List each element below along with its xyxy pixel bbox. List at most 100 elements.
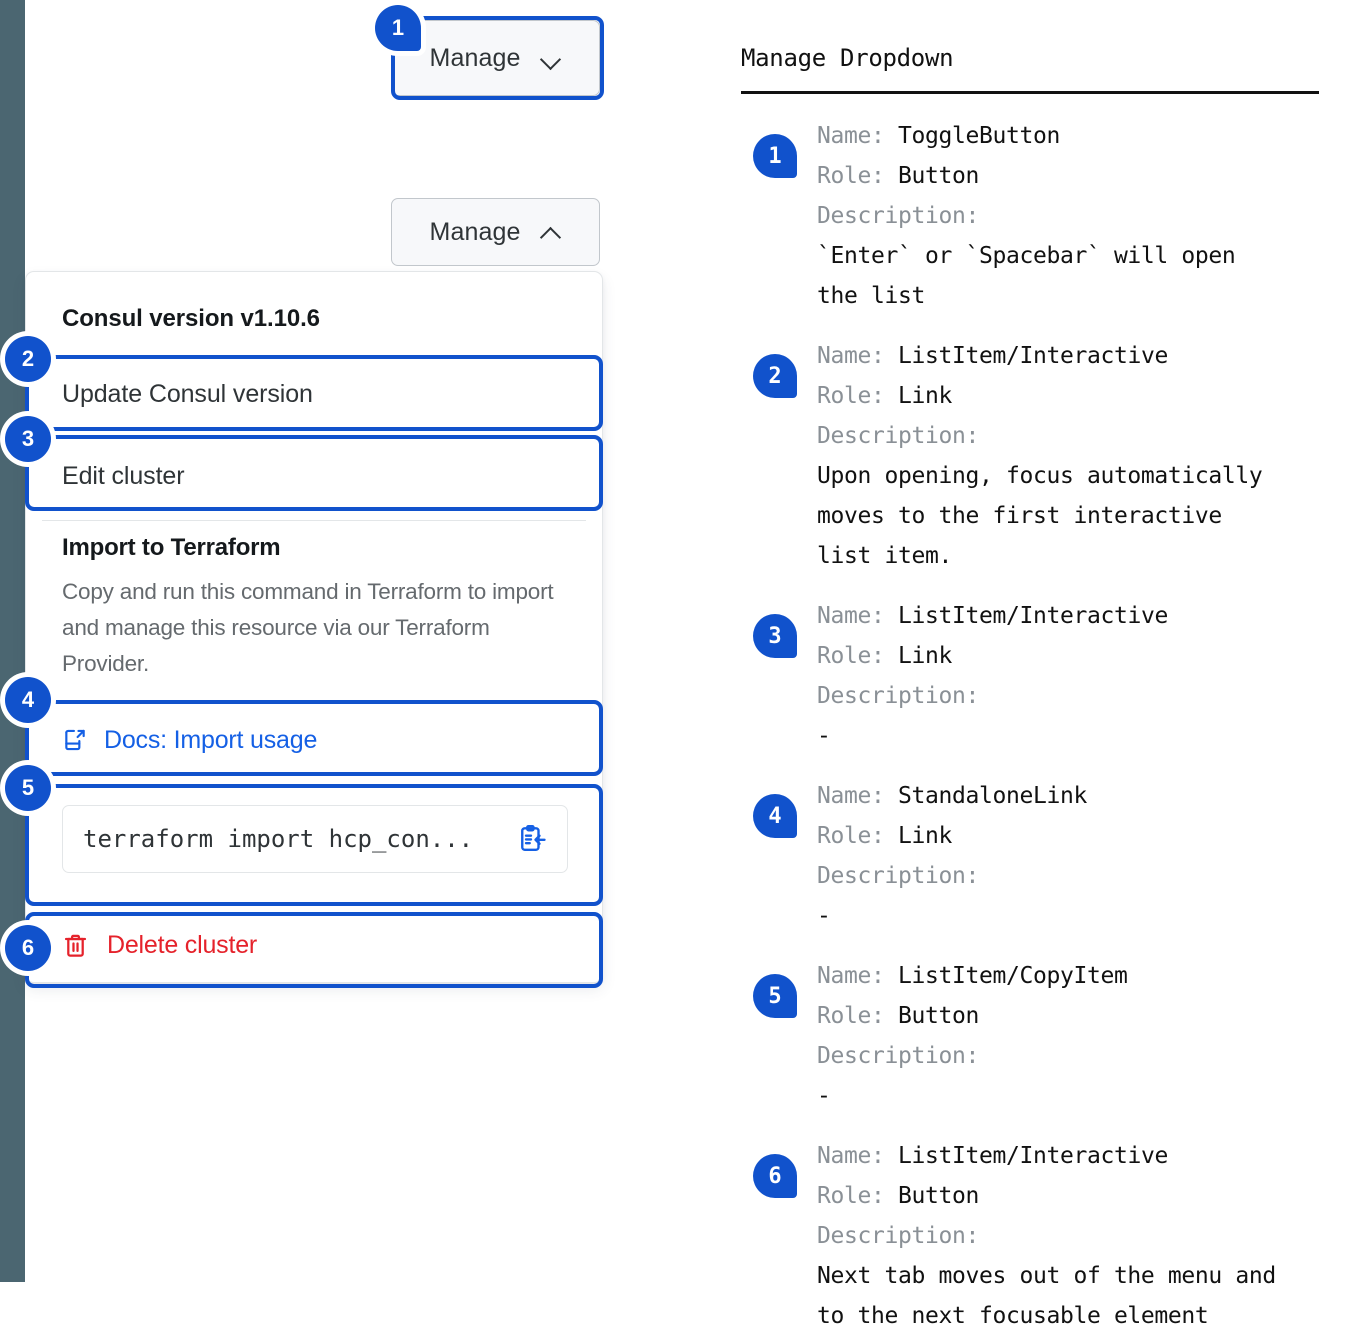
marker-badge-4: 4 xyxy=(5,677,51,723)
menu-item-edit-label: Edit cluster xyxy=(62,461,185,490)
manage-toggle-label-open: Manage xyxy=(429,217,521,246)
manage-toggle-button-closed[interactable]: Manage xyxy=(391,20,600,96)
annotation-description-label-key: Description: xyxy=(817,203,979,229)
annotation-marker-badge-4: 4 xyxy=(753,794,797,838)
annotation-description-text: - xyxy=(817,1083,831,1109)
annotation-panel-title: Manage Dropdown xyxy=(741,44,954,72)
annotation-role-value: Link xyxy=(884,383,952,409)
ui-mock-column: Manage Manage Consul version v1.10.6 Upd… xyxy=(0,0,700,1282)
annotation-description-label: Description: xyxy=(817,1036,1341,1076)
annotation-name-key: Name: xyxy=(817,123,885,149)
annotation-role-value: Link xyxy=(884,643,952,669)
annotation-name-value: StandaloneLink xyxy=(884,783,1087,809)
annotation-description-text: - xyxy=(817,903,831,929)
terraform-section-title: Import to Terraform xyxy=(62,534,281,561)
terraform-section: Import to Terraform Copy and run this co… xyxy=(26,534,602,682)
annotation-role: Role: Link xyxy=(817,636,1341,676)
annotation-role-key: Role: xyxy=(817,383,885,409)
annotation-role-value: Link xyxy=(884,823,952,849)
annotation-name-value: ToggleButton xyxy=(884,123,1060,149)
annotation-name-value: ListItem/CopyItem xyxy=(884,963,1128,989)
chevron-down-icon xyxy=(542,49,561,68)
terraform-command-copy-row[interactable]: terraform import hcp_con... xyxy=(62,805,568,873)
annotation-role-value: Button xyxy=(884,163,979,189)
menu-item-edit-cluster[interactable]: Edit cluster xyxy=(26,435,185,517)
menu-item-delete-cluster[interactable]: Delete cluster xyxy=(26,905,257,985)
manage-toggle-label: Manage xyxy=(429,43,521,72)
annotation-name: Name: ListItem/Interactive xyxy=(817,336,1341,376)
annotation-role: Role: Link xyxy=(817,816,1341,856)
annotation-role-key: Role: xyxy=(817,163,885,189)
annotation-role-key: Role: xyxy=(817,823,885,849)
annotation-role-key: Role: xyxy=(817,1183,885,1209)
marker-badge-2: 2 xyxy=(5,336,51,382)
annotation-role: Role: Button xyxy=(817,996,1341,1036)
annotation-description-label: Description: xyxy=(817,196,1341,236)
marker-badge-6: 6 xyxy=(5,925,51,971)
annotation-name-key: Name: xyxy=(817,343,885,369)
annotation-name-key: Name: xyxy=(817,783,885,809)
annotation-marker-badge-2: 2 xyxy=(753,354,797,398)
annotation-name: Name: StandaloneLink xyxy=(817,776,1341,816)
annotation-role-value: Button xyxy=(884,1003,979,1029)
annotation-description-label: Description: xyxy=(817,1216,1341,1256)
manage-dropdown-panel: Consul version v1.10.6 Update Consul ver… xyxy=(25,271,603,983)
left-edge-rail xyxy=(0,0,25,1282)
clipboard-copy-icon[interactable] xyxy=(517,824,547,854)
annotation-name-key: Name: xyxy=(817,603,885,629)
annotation-marker-badge-3: 3 xyxy=(753,614,797,658)
annotation-marker-badge-1: 1 xyxy=(753,134,797,178)
annotation-description-label-key: Description: xyxy=(817,1043,979,1069)
annotation-name-value: ListItem/Interactive xyxy=(884,1143,1168,1169)
annotation-description-label-key: Description: xyxy=(817,863,979,889)
annotation-description-text: Next tab moves out of the menu and to th… xyxy=(817,1263,1276,1329)
annotation-name-value: ListItem/Interactive xyxy=(884,343,1168,369)
annotation-description-label: Description: xyxy=(817,416,1341,456)
annotation-role: Role: Link xyxy=(817,376,1341,416)
annotation-description-label-key: Description: xyxy=(817,683,979,709)
terraform-section-description: Copy and run this command in Terraform t… xyxy=(62,579,554,676)
annotation-panel-divider xyxy=(741,91,1319,94)
annotation-role-key: Role: xyxy=(817,1003,885,1029)
marker-badge-1: 1 xyxy=(375,5,421,51)
annotation-name-key: Name: xyxy=(817,1143,885,1169)
chevron-up-icon xyxy=(542,223,561,242)
annotation-role: Role: Button xyxy=(817,156,1341,196)
annotation-marker-badge-6: 6 xyxy=(753,1154,797,1198)
manage-toggle-button-open[interactable]: Manage xyxy=(391,198,600,266)
annotation-description-text: - xyxy=(817,723,831,749)
menu-divider xyxy=(42,520,586,521)
annotation-marker-badge-5: 5 xyxy=(753,974,797,1018)
menu-item-docs-import-usage[interactable]: Docs: Import usage xyxy=(26,700,317,780)
annotation-description-text: `Enter` or `Spacebar` will open the list xyxy=(817,243,1236,309)
menu-item-update-consul-version[interactable]: Update Consul version xyxy=(26,353,313,435)
annotation-name: Name: ListItem/CopyItem xyxy=(817,956,1341,996)
menu-item-update-label: Update Consul version xyxy=(62,379,313,408)
marker-badge-3: 3 xyxy=(5,416,51,462)
annotation-name: Name: ListItem/Interactive xyxy=(817,596,1341,636)
delete-cluster-label: Delete cluster xyxy=(107,930,258,959)
annotation-role-value: Button xyxy=(884,1183,979,1209)
annotation-description-label: Description: xyxy=(817,856,1341,896)
annotation-description-label: Description: xyxy=(817,676,1341,716)
marker-badge-5: 5 xyxy=(5,765,51,811)
annotation-description-label-key: Description: xyxy=(817,1223,979,1249)
annotation-name-value: ListItem/Interactive xyxy=(884,603,1168,629)
consul-version-heading: Consul version v1.10.6 xyxy=(62,305,320,332)
annotation-description-label-key: Description: xyxy=(817,423,979,449)
annotation-name: Name: ListItem/Interactive xyxy=(817,1136,1341,1176)
docs-import-usage-label: Docs: Import usage xyxy=(104,725,318,754)
